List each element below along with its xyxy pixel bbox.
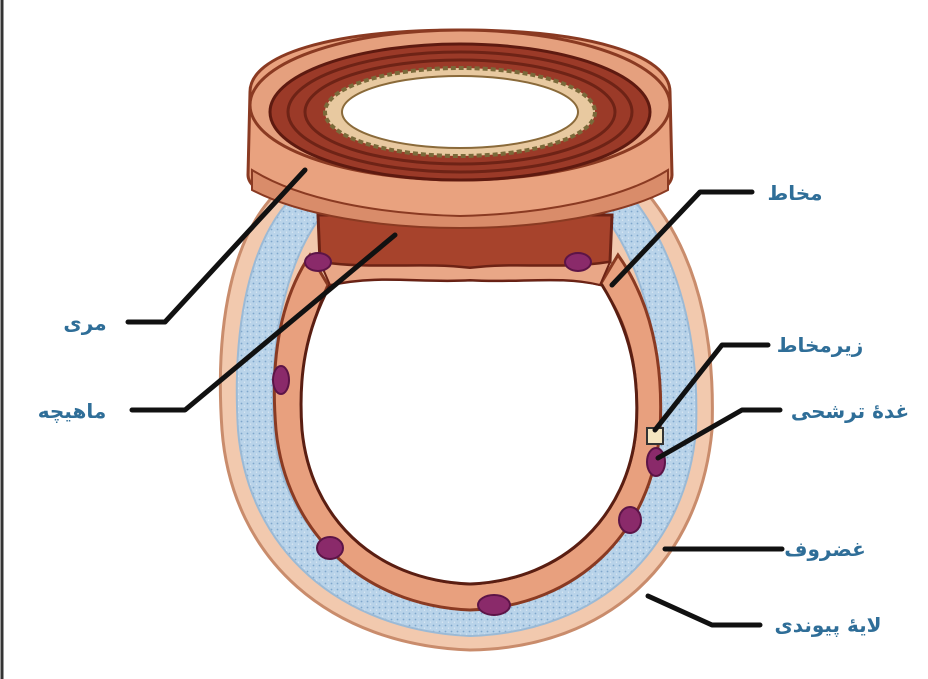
trachea-lumen [301, 279, 637, 584]
esophagus-lumen [342, 76, 578, 148]
gland-4 [647, 448, 665, 476]
label-submucosa: زیرمخاط [777, 333, 864, 357]
esophagus [248, 30, 672, 228]
label-cartilage: غضروف [784, 537, 865, 561]
label-connective-layer: لایهٔ پیوندی [774, 613, 881, 638]
gland-7 [478, 595, 510, 615]
gland-3 [273, 366, 289, 394]
gland-6 [317, 537, 343, 559]
gland-2 [565, 253, 591, 271]
gland-1 [305, 253, 331, 271]
label-mucosa: مخاط [767, 181, 822, 205]
gland-5 [619, 507, 641, 533]
label-esophagus: مری [63, 311, 106, 335]
label-secretory-gland: غدهٔ ترشحی [791, 399, 909, 423]
label-muscle: ماهیچه [38, 399, 106, 424]
leader-connective [648, 596, 760, 625]
